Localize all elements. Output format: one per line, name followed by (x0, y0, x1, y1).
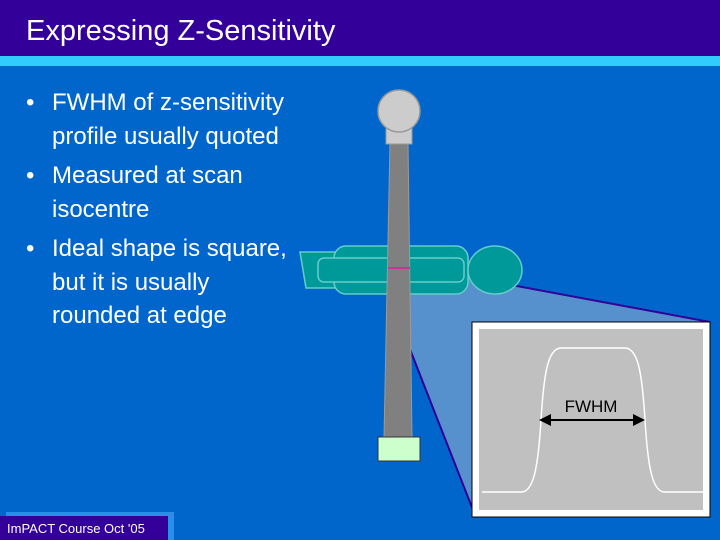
footer-bar (0, 516, 168, 540)
xray-beam (383, 141, 413, 438)
patient-head (467, 245, 523, 295)
bullet-list: • FWHM of z-sensitivity profile usually … (26, 86, 296, 339)
bullet-text: Ideal shape is square, but it is usually… (52, 235, 287, 329)
fwhm-arrowhead-left (539, 414, 551, 426)
bullet-item: • Measured at scan isocentre (26, 159, 296, 226)
bullet-item: • FWHM of z-sensitivity profile usually … (26, 86, 296, 153)
title-bar (0, 0, 720, 56)
fwhm-arrowhead-right (633, 414, 645, 426)
bullet-text: Measured at scan isocentre (52, 162, 243, 223)
slide-title: Expressing Z-Sensitivity (26, 15, 336, 47)
bullet-marker: • (26, 235, 35, 262)
bullet-item: • Ideal shape is square, but it is usual… (26, 232, 296, 333)
fwhm-label: FWHM (565, 397, 618, 416)
bullet-marker: • (26, 89, 35, 116)
bullet-marker: • (26, 162, 35, 189)
bullet-text: FWHM of z-sensitivity profile usually qu… (52, 89, 285, 150)
xray-tube-icon (377, 89, 421, 133)
z-sensitivity-profile-curve (482, 347, 703, 493)
detector-block (377, 436, 421, 462)
footer-text: ImPACT Course Oct '05 (7, 521, 145, 536)
title-accent-stripe (0, 56, 720, 66)
